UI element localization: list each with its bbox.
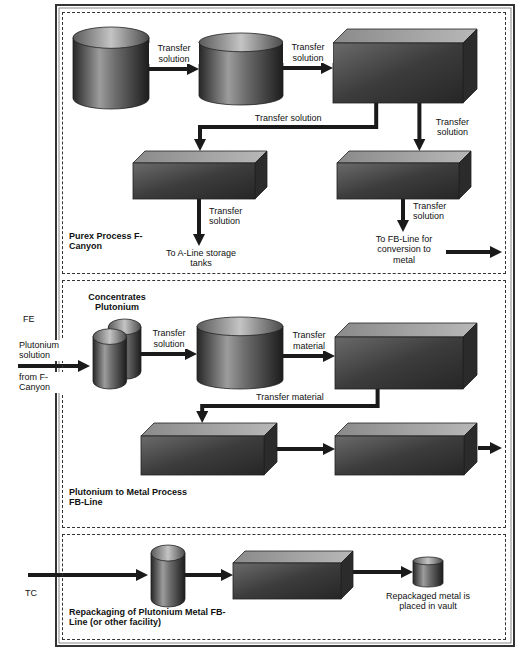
entry-arrow: [28, 573, 140, 577]
panel-title: Plutonium to Metal Process FB-Line: [69, 487, 199, 508]
flow-label: Transfer solution: [427, 117, 477, 138]
flow-label: Transfer solution: [254, 113, 323, 123]
panel-title: Purex Process F-Canyon: [69, 231, 165, 252]
process-box-outline: [141, 423, 277, 475]
flow-label: Transfer solution: [144, 328, 194, 349]
flow-label: Plutonium solution: [18, 340, 76, 361]
entry-arrow: [18, 364, 82, 368]
tank-cylinder: [73, 27, 149, 109]
flow-arrow: [417, 103, 421, 143]
flow-arrow: [149, 67, 191, 71]
process-box-outline: [335, 423, 477, 475]
exit-arrow: [446, 250, 494, 254]
tank-cylinder: [197, 317, 283, 389]
process-box-outline: [335, 323, 477, 389]
process-box: [333, 29, 477, 103]
flow-label: Transfer solution: [283, 42, 333, 63]
process-panel: Repackaging of Plutonium Metal FB-Line (…: [62, 534, 506, 640]
container-cylinder: [151, 545, 185, 607]
process-box-outline: [233, 551, 353, 599]
flow-label: Transfer solution: [208, 206, 260, 227]
outflow-arrow: [197, 198, 201, 238]
outer-frame: [56, 5, 514, 646]
process-panel: Plutonium to Metal Process FB-Line Concen…: [62, 280, 506, 528]
vault-can-outline: [413, 557, 443, 587]
process-box-outline: [333, 29, 477, 103]
vault-can: Repackaged metal is placed in vault: [413, 557, 443, 587]
node-caption: Concentrates Plutonium: [77, 292, 157, 313]
flow-arrow: [277, 447, 327, 451]
panel-title: Repackaging of Plutonium Metal FB-Line (…: [69, 607, 234, 628]
margin-mark: FE: [22, 314, 36, 324]
margin-mark: TC: [24, 588, 38, 598]
tank-cylinder: Concentrates Plutonium: [93, 319, 141, 389]
flow-arrow: [283, 66, 325, 70]
process-box-outline: [337, 151, 471, 199]
tank-cylinder-outline: [197, 317, 283, 389]
process-box: [141, 423, 277, 475]
flow-arrow: [185, 573, 225, 577]
process-box-outline: [133, 151, 267, 199]
source-note: from F-Canyon: [18, 372, 76, 393]
exit-arrow: [478, 446, 494, 450]
destination-note: To A-Line storage tanks: [160, 248, 242, 269]
process-box: [133, 151, 267, 199]
tank-cylinder-outline: [199, 33, 283, 105]
tank-cylinder: [199, 33, 283, 105]
flow-arrow: [353, 570, 405, 574]
container-cylinder-outline: [151, 545, 185, 607]
process-box: [233, 551, 353, 599]
inner-frame: [59, 8, 511, 643]
flow-label: Transfer material: [284, 330, 334, 351]
flow-arrow: [202, 389, 377, 415]
process-box: [335, 423, 477, 475]
outflow-arrow: [401, 198, 405, 224]
flow-arrow: [141, 352, 189, 356]
destination-note: To FB-Line for conversion to metal: [366, 234, 442, 265]
flow-arrow: [200, 103, 376, 143]
process-box: [335, 323, 477, 389]
tank-cylinder-outline: [73, 27, 149, 109]
flow-arrow: [283, 354, 327, 358]
node-caption: Repackaged metal is placed in vault: [383, 591, 473, 612]
flow-label: Transfer solution: [412, 201, 464, 222]
flow-label: Transfer solution: [149, 43, 199, 64]
tank-cylinder-outline: [93, 319, 141, 389]
process-box: [337, 151, 471, 199]
flow-label: Transfer material: [255, 392, 325, 402]
